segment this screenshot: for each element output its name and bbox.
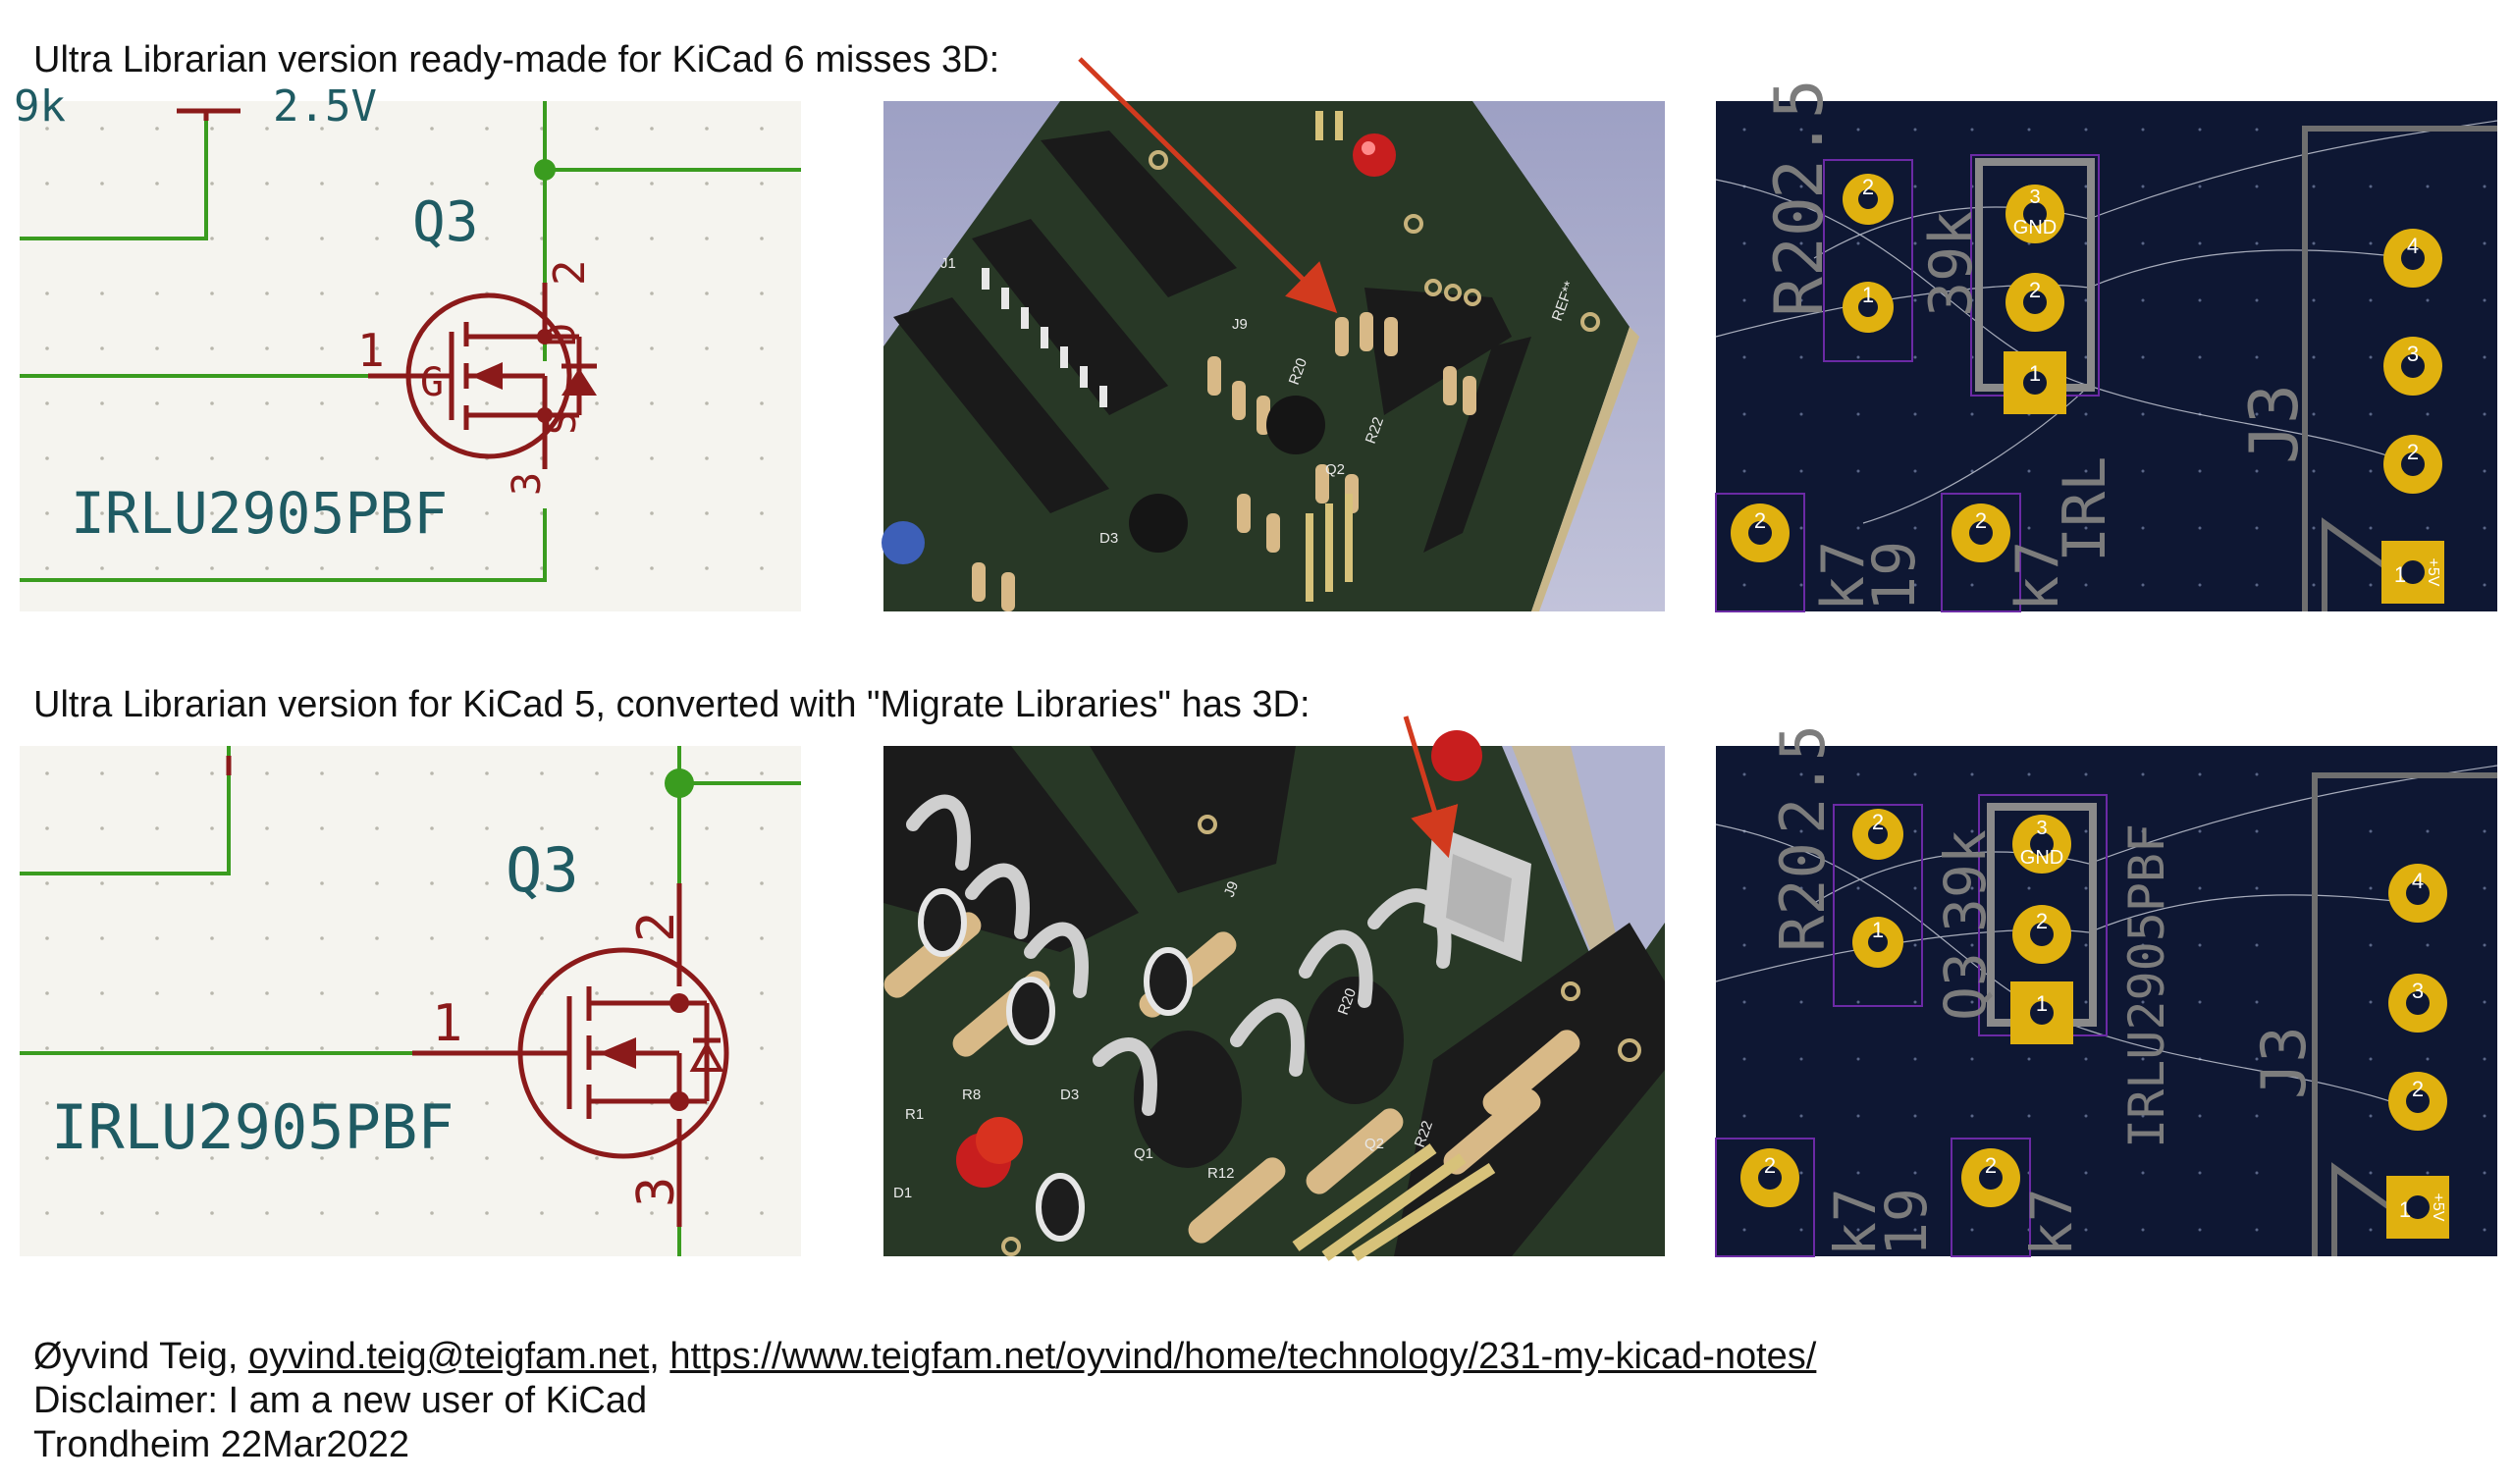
pcb-panel-bottom: R20 2.5 39k Q3 IRLU2905PBF J3 k7 19 k7 3…	[1715, 724, 2498, 1257]
pcb-top-j3-pad-4: 4	[2407, 234, 2419, 258]
pcb-bottom-silk-4: IRLU2905PBF	[2118, 823, 2175, 1148]
pcb-bottom-silk-5: J3	[2248, 1026, 2320, 1099]
pcb-top-pad-misc-3: 2	[1975, 508, 1987, 533]
pcb-top-q3-pad-2: 2	[2029, 278, 2041, 302]
schem-top-s: S	[540, 411, 585, 435]
pcb-bottom-silk-6: k7	[1822, 1188, 1889, 1256]
pcb-bottom-q3-pad-1: 1	[2036, 991, 2048, 1016]
pcb-bottom-silk-0: R20	[1767, 842, 1839, 952]
schem-top-pin3: 3	[505, 472, 550, 496]
board3d-bottom-label-0: J9	[1221, 879, 1242, 900]
author-name: Øyvind Teig,	[33, 1336, 248, 1377]
pcb-top-q3-pad-1: 1	[2029, 361, 2041, 386]
pcb-bottom-gnd: GND	[2020, 847, 2063, 869]
schem-top-pin2: 2	[545, 260, 595, 287]
pcb-top-silk-3: J3	[2236, 384, 2314, 464]
pcb-bottom-j3-pad-1: 1	[2399, 1197, 2411, 1222]
board3d-top-label-6: J1	[940, 255, 956, 272]
schem-top-ref: Q3	[412, 190, 478, 254]
pcb-bottom-silk-8: k7	[2018, 1188, 2085, 1256]
board3d-top-label-3: D3	[1099, 530, 1118, 547]
schem-bottom-ref: Q3	[506, 834, 579, 906]
pcb-bottom-pad-misc-1: 1	[1872, 918, 1884, 942]
schem-top-frag2: 2.5V	[273, 81, 377, 132]
pcb-top-silk-7: IRL	[2051, 456, 2119, 562]
board3d-bottom-label-7: R12	[1207, 1165, 1235, 1182]
disclaimer: Disclaimer: I am a new user of KiCad	[33, 1380, 648, 1421]
pcb-bottom-plus5: +5V	[2430, 1193, 2446, 1222]
pcb-bottom-pad-misc-2: 2	[1764, 1153, 1776, 1178]
pcb-top-q3-pad-3: 3	[2029, 186, 2040, 208]
pcb-bottom-j3-pad-2: 2	[2412, 1077, 2424, 1101]
board3d-panel-bottom: J9 R20 R22 R1 R8 D3 D1 R12 Q2 Q1	[883, 730, 1665, 1262]
pcb-top-plus5: +5V	[2425, 558, 2441, 587]
pcb-top-silk-5: 19	[1860, 541, 1929, 611]
board3d-bottom-label-9: Q1	[1134, 1145, 1153, 1162]
email-link[interactable]: oyvind.teig@teigfam.net	[247, 1336, 650, 1377]
pcb-bottom-pad-misc-0: 2	[1872, 810, 1884, 834]
pcb-bottom-silk-2: 39k	[1932, 829, 1999, 932]
pcb-bottom-q3-pad-3: 3	[2036, 818, 2047, 839]
board3d-bottom-label-6: D1	[893, 1185, 912, 1201]
schem-bottom-pin2: 2	[627, 912, 686, 942]
pcb-top-pad-misc-2: 2	[1754, 508, 1766, 533]
board3d-top-label-0: J9	[1232, 316, 1248, 333]
board3d-bottom-label-4: R8	[962, 1086, 981, 1103]
schematic-panel-top: 9k 2.5V Q3 1 2 3 G D	[14, 81, 801, 611]
pcb-bottom-q3-pad-2: 2	[2036, 909, 2048, 933]
pcb-top-pad-misc-0: 2	[1862, 175, 1874, 199]
caption-bottom: Ultra Librarian version for KiCad 5, con…	[33, 684, 1310, 725]
schem-bottom-part: IRLU2905PBF	[51, 1091, 454, 1163]
pcb-top-j3-pad-1: 1	[2394, 562, 2406, 587]
schem-top-g: G	[420, 360, 444, 405]
pcb-bottom-j3-pad-3: 3	[2412, 979, 2424, 1003]
schem-top-frag1: 9k	[14, 81, 66, 132]
board3d-panel-top: J9 R20 R22 D3 REF** Q2 J1	[882, 101, 1665, 611]
pcb-bottom-silk-7: 19	[1873, 1188, 1940, 1256]
pcb-top-silk-1: 2.5	[1761, 79, 1839, 199]
pcb-top-pad-misc-1: 1	[1862, 283, 1874, 307]
pcb-top-gnd: GND	[2013, 217, 2057, 238]
board3d-bottom-label-5: D3	[1060, 1086, 1079, 1103]
pcb-top-j3-pad-2: 2	[2407, 440, 2419, 464]
schematic-panel-bottom: Q3 1 2 3 IRLU2905PBF	[20, 746, 801, 1256]
board3d-bottom-label-8: Q2	[1364, 1136, 1384, 1152]
pcb-bottom-j3-pad-4: 4	[2412, 869, 2424, 893]
schem-bottom-pin1: 1	[432, 994, 462, 1053]
pcb-top-j3-pad-3: 3	[2407, 342, 2419, 366]
notes-url-link[interactable]: https://www.teigfam.net/oyvind/home/tech…	[669, 1336, 1817, 1377]
pcb-bottom-silk-3: Q3	[1932, 952, 1999, 1021]
schem-top-d: D	[540, 323, 585, 346]
pcb-panel-top: R20 2.5 39k J3 k7 19 k7 IRL 3 GND 2	[1715, 79, 2498, 612]
footer-separator: ,	[649, 1336, 670, 1377]
footer-line-1: Øyvind Teig, oyvind.teig@teigfam.net, ht…	[33, 1335, 1816, 1379]
pcb-top-silk-0: R20	[1761, 196, 1839, 317]
pcb-bottom-pad-misc-3: 2	[1985, 1153, 1997, 1178]
pcb-top-silk-2: 39k	[1917, 211, 1986, 317]
board3d-top-label-5: Q2	[1325, 461, 1345, 478]
place-date: Trondheim 22Mar2022	[33, 1424, 410, 1465]
footer: Øyvind Teig, oyvind.teig@teigfam.net, ht…	[33, 1335, 1816, 1467]
schem-top-pin1: 1	[357, 324, 385, 377]
pcb-bottom-silk-1: 2.5	[1767, 724, 1839, 834]
schem-bottom-pin3: 3	[627, 1177, 686, 1207]
schem-top-part: IRLU2905PBF	[71, 480, 448, 547]
caption-top: Ultra Librarian version ready-made for K…	[33, 39, 1000, 80]
pcb-top-silk-6: k7	[2004, 541, 2072, 611]
pcb-top-silk-4: k7	[1809, 541, 1878, 611]
board3d-bottom-label-3: R1	[905, 1106, 924, 1123]
